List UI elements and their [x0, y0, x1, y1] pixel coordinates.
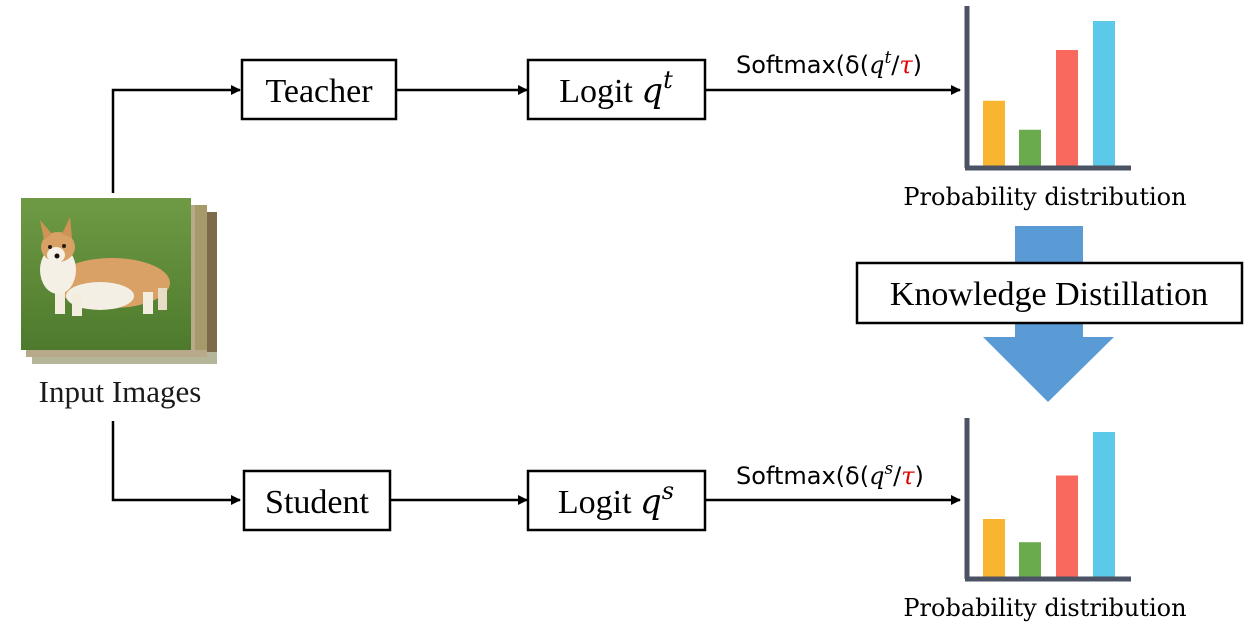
- teacher-bar-2: [1019, 129, 1041, 166]
- student-tau: τ: [901, 462, 915, 490]
- teacher-distribution-chart: [964, 6, 1131, 171]
- student-logit-prefix: Logit: [558, 484, 640, 521]
- arrow-to-teacher: [111, 85, 241, 193]
- student-logit-var: q: [640, 482, 662, 522]
- student-box: Student: [242, 469, 392, 532]
- student-logit-sup: s: [662, 477, 674, 505]
- teacher-bar-1: [983, 100, 1005, 166]
- arrow-to-student: [111, 421, 241, 505]
- teacher-box: Teacher: [240, 58, 398, 121]
- student-distribution-chart: [964, 418, 1131, 582]
- teacher-logit-box: Logit qt: [526, 58, 707, 121]
- student-bar-1: [983, 519, 1005, 577]
- input-images-label: Input Images: [39, 374, 202, 409]
- student-bar-2: [1019, 542, 1041, 577]
- teacher-logit-sup: t: [663, 66, 673, 94]
- corgi-photo: [21, 198, 191, 350]
- teacher-bar-3: [1056, 50, 1078, 166]
- student-logit-box: Logit qs: [526, 469, 707, 532]
- teacher-logit-prefix: Logit: [559, 73, 641, 110]
- teacher-logit-var: q: [641, 71, 663, 111]
- connector-lines: [111, 85, 961, 505]
- student-softmax-label: Softmax(δ(qs/τ): [736, 459, 924, 490]
- student-softmax-prefix: Softmax(δ(: [736, 462, 869, 490]
- student-bar-4: [1093, 432, 1115, 577]
- teacher-softmax-prefix: Softmax(δ(: [736, 51, 869, 79]
- student-dist-label: Probability distribution: [903, 594, 1186, 622]
- teacher-tau: τ: [899, 51, 913, 79]
- student-bar-3: [1056, 475, 1078, 577]
- teacher-logit-label: Logit qt: [559, 66, 673, 111]
- teacher-bar-4: [1093, 21, 1115, 166]
- teacher-dist-label: Probability distribution: [903, 183, 1186, 211]
- student-logit-label: Logit qs: [558, 477, 674, 522]
- input-image-stack: [21, 198, 217, 364]
- teacher-label: Teacher: [265, 73, 373, 110]
- knowledge-distillation-box: Knowledge Distillation: [855, 261, 1244, 325]
- student-label: Student: [265, 484, 369, 521]
- knowledge-distillation-label: Knowledge Distillation: [890, 276, 1208, 313]
- teacher-softmax-label: Softmax(δ(qt/τ): [736, 48, 922, 79]
